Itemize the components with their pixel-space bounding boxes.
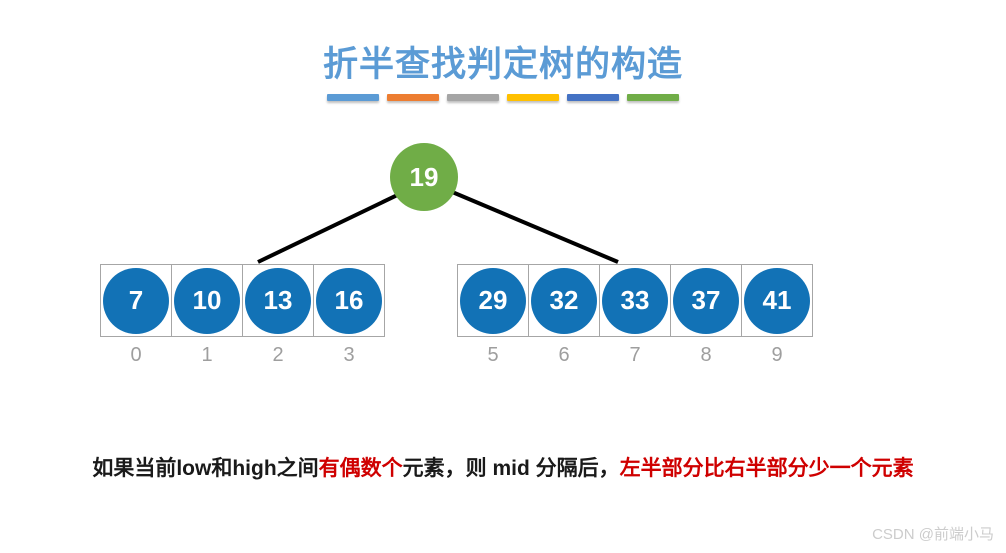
edge-root-to-left-subarray — [257, 186, 413, 264]
array-index-label: 6 — [558, 344, 570, 366]
edge-root-to-right-subarray — [437, 184, 619, 264]
array-cell: 7 — [100, 264, 172, 337]
csdn-watermark: CSDN @前端小马 — [872, 526, 994, 543]
node-value: 37 — [691, 285, 721, 315]
right-subarray-indices: 5 6 7 8 9 — [457, 344, 813, 367]
tree-node-circle: 10 — [174, 267, 240, 334]
tree-node-circle: 33 — [602, 267, 668, 334]
array-index-label: 3 — [343, 344, 355, 366]
tree-node-circle: 7 — [103, 267, 169, 334]
caption-segment-highlight: 左半部分比右半部分少一个元素 — [619, 457, 914, 480]
title-divider-bars — [0, 94, 1006, 101]
divider-bar-light-blue — [327, 94, 379, 101]
node-value: 29 — [478, 285, 508, 315]
array-index-label: 0 — [130, 344, 142, 366]
left-subarray-cells: 7 10 13 16 — [100, 264, 385, 337]
node-value: 33 — [620, 285, 650, 315]
node-value: 16 — [334, 285, 364, 315]
array-index-label: 7 — [629, 344, 641, 366]
divider-bar-gold — [507, 94, 559, 101]
array-cell: 13 — [242, 264, 314, 337]
array-index-label: 9 — [771, 344, 783, 366]
caption-segment: 如果当前low和high之间 — [92, 457, 319, 480]
array-index-label: 2 — [272, 344, 284, 366]
tree-node-circle: 13 — [245, 267, 311, 334]
caption-segment: 元素，则 mid 分隔后， — [402, 457, 620, 480]
tree-node-circle: 16 — [316, 267, 382, 334]
right-subarray: 29 32 33 37 41 — [457, 264, 813, 367]
array-cell: 37 — [670, 264, 742, 337]
tree-node-circle: 29 — [460, 267, 526, 334]
array-cell: 29 — [457, 264, 529, 337]
left-subarray-indices: 0 1 2 3 — [100, 344, 385, 367]
array-index-label: 1 — [201, 344, 213, 366]
array-cell: 33 — [599, 264, 671, 337]
divider-bar-green — [627, 94, 679, 101]
caption-segment-highlight: 有偶数个 — [318, 457, 403, 480]
array-cell: 10 — [171, 264, 243, 337]
tree-node-circle: 32 — [531, 267, 597, 334]
divider-bar-orange — [387, 94, 439, 101]
array-cell: 16 — [313, 264, 385, 337]
right-subarray-cells: 29 32 33 37 41 — [457, 264, 813, 337]
array-cell: 41 — [741, 264, 813, 337]
node-value: 41 — [762, 285, 792, 315]
node-value: 7 — [128, 285, 144, 315]
divider-bar-blue — [567, 94, 619, 101]
caption-text: 如果当前low和high之间有偶数个元素，则 mid 分隔后，左半部分比右半部分… — [0, 452, 1006, 482]
tree-root-node: 19 — [390, 143, 458, 211]
node-value: 10 — [192, 285, 222, 315]
array-cell: 32 — [528, 264, 600, 337]
node-value: 13 — [263, 285, 293, 315]
array-index-label: 8 — [700, 344, 712, 366]
left-subarray: 7 10 13 16 0 1 2 3 — [100, 264, 385, 367]
root-node-value: 19 — [409, 161, 439, 192]
array-index-label: 5 — [487, 344, 499, 366]
tree-node-circle: 41 — [744, 267, 810, 334]
node-value: 32 — [549, 285, 579, 315]
page-title: 折半查找判定树的构造 — [322, 45, 683, 84]
divider-bar-gray — [447, 94, 499, 101]
tree-node-circle: 37 — [673, 267, 739, 334]
